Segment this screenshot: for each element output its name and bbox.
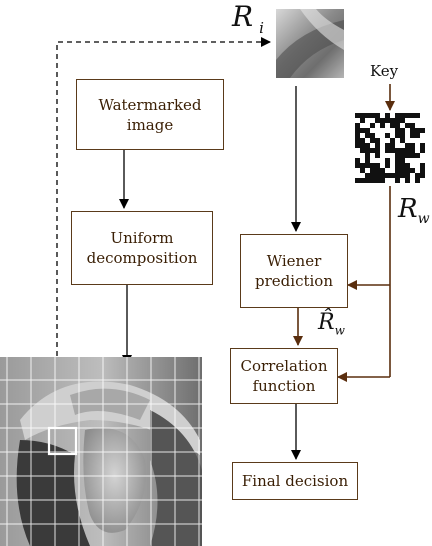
wiener-prediction-box: Wiener prediction	[240, 234, 348, 308]
ri-label-sub: i	[259, 18, 264, 37]
uniform-decomposition-box: Uniform decomposition	[71, 211, 213, 285]
rw-label-sub: w	[417, 211, 430, 228]
rw-label-main: R	[398, 194, 418, 224]
correlation-function-box: Correlation function	[230, 348, 338, 404]
final-decision-box: Final decision	[232, 462, 358, 500]
r-hat-w-label-main: R̂	[318, 310, 335, 335]
rw-label: Rw	[398, 194, 430, 227]
ri-label-main: R	[232, 0, 254, 33]
dashed-block-to-ri-arrow	[56, 37, 271, 428]
watermarked-image-box: Watermarked image	[76, 79, 224, 150]
key-label: Key	[370, 62, 399, 80]
r-hat-w-label: R̂w	[318, 310, 345, 337]
r-hat-w-label-sub: w	[334, 323, 345, 338]
